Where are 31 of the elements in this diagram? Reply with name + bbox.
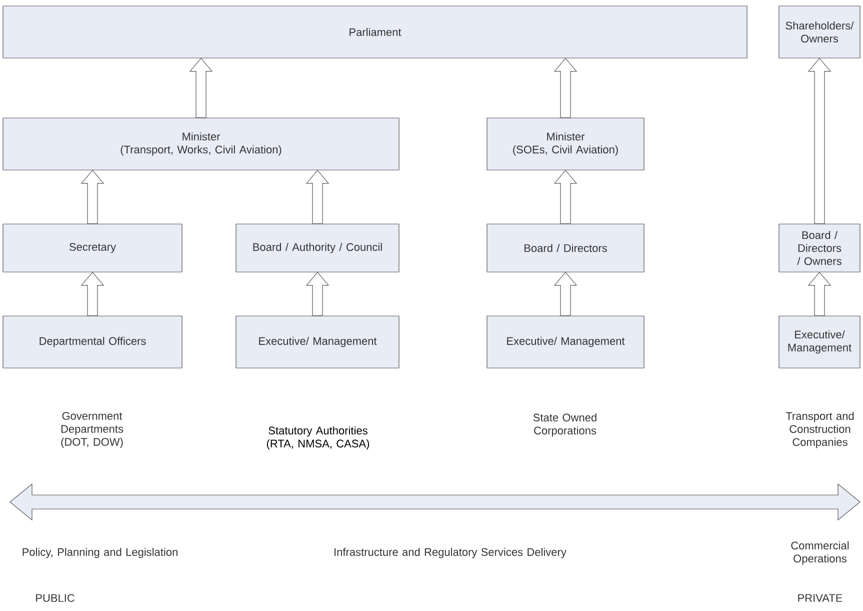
process-box: Board / Directors <box>486 224 644 272</box>
process-box: Minister (SOEs, Civil Aviation) <box>486 118 644 170</box>
process-box: Secretary <box>2 224 182 272</box>
block-arrow <box>306 272 330 316</box>
caption-text: PRIVATE <box>798 594 842 602</box>
block-arrow <box>554 272 578 316</box>
caption-text: Statutory Authorities (RTA, NMSA, CASA) <box>266 426 370 450</box>
process-box: Parliament <box>2 6 748 58</box>
process-box: Shareholders/ Owners <box>778 6 860 58</box>
block-arrow <box>554 58 578 118</box>
block-arrow <box>306 170 330 224</box>
process-box: Board / Authority / Council <box>236 224 400 272</box>
process-box: Executive/ Management <box>778 316 860 368</box>
caption-text: Infrastructure and Regulatory Services Delivery <box>334 548 566 558</box>
caption-text: PUBLIC <box>36 594 74 602</box>
caption-text: Commercial Operations <box>791 541 849 565</box>
block-arrow <box>80 170 104 224</box>
block-arrow <box>554 170 578 224</box>
process-box: Board / Directors / Owners <box>778 224 860 272</box>
caption-text: State Owned Corporations <box>533 413 596 437</box>
block-arrow <box>808 272 832 316</box>
caption-text: Government Departments (DOT, DOW) <box>61 412 124 448</box>
block-arrow <box>808 58 832 224</box>
process-box: Executive/ Management <box>486 316 644 368</box>
block-arrow <box>189 58 213 118</box>
caption-text: Transport and Construction Companies <box>786 412 854 448</box>
process-box: Departmental Officers <box>2 316 182 368</box>
process-box: Minister (Transport, Works, Civil Aviation) <box>2 118 400 170</box>
process-box: Executive/ Management <box>236 316 400 368</box>
block-arrow <box>80 272 104 316</box>
caption-text: Policy, Planning and Legislation <box>22 548 178 558</box>
